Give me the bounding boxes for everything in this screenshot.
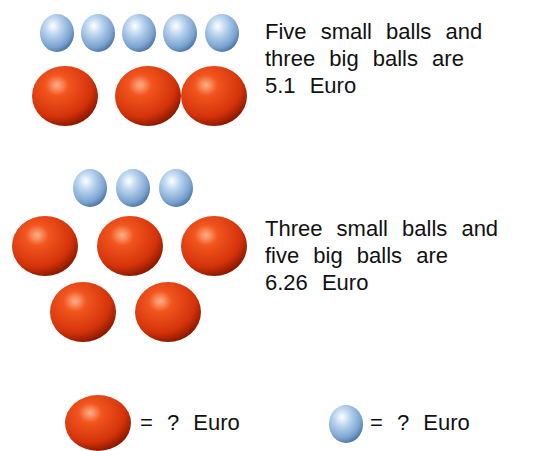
price-statement: Three small balls and five big balls are… (265, 215, 501, 296)
small-balls-top (40, 14, 239, 52)
small-balls-middle (73, 169, 193, 207)
price-statement: Five small balls and three big balls are… (265, 18, 501, 99)
big-balls-middle (12, 216, 247, 342)
unknown-price: = ? Euro (370, 409, 500, 436)
legend-balls (65, 395, 363, 451)
big-balls-top (32, 66, 247, 126)
unknown-price: = ? Euro (140, 409, 270, 436)
